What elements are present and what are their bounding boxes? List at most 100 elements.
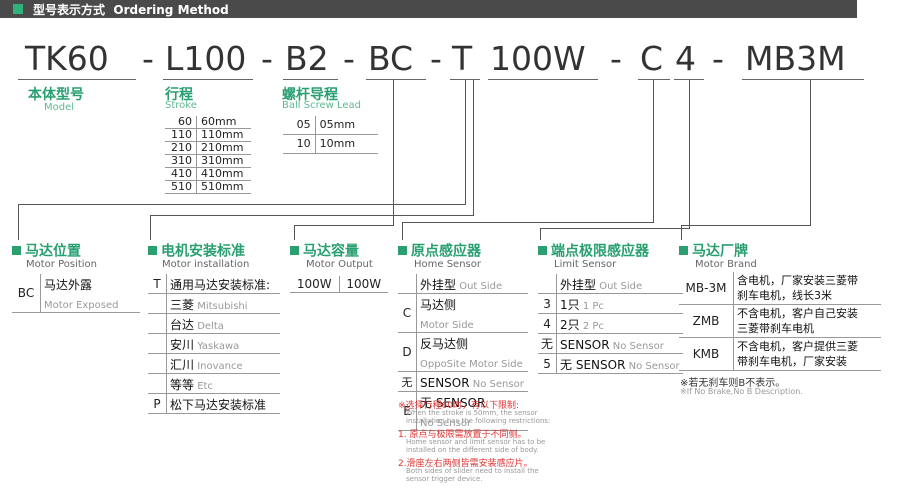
home-sensor-code: C	[398, 293, 417, 333]
limit-sensor-desc: 外挂型 Out Side	[556, 274, 683, 294]
home-sensor-note-en: installed on the different side of body.	[406, 446, 539, 454]
home-sensor-desc: 外挂型 Out Side	[416, 274, 528, 294]
home-sensor-code: 无	[398, 371, 417, 392]
brand-code: ZMB	[679, 304, 734, 338]
connector-line	[465, 80, 466, 205]
installation-label-en: Inovance	[194, 361, 243, 372]
connector-line	[681, 225, 682, 240]
installation-label-en: Delta	[194, 321, 224, 332]
section-square-icon	[148, 246, 157, 255]
underline-lead	[283, 79, 338, 80]
limit-sensor-code: 4	[538, 313, 558, 334]
brand-line: 带刹车电机，厂家安装	[737, 355, 847, 368]
connector-line	[540, 228, 541, 240]
motor-position-heading: 马达位置 Motor Position	[12, 240, 97, 270]
code-limit-sensor: 4	[675, 39, 696, 78]
home-sensor-label-en: Motor Side	[420, 320, 474, 331]
home-sensor-code: E	[398, 391, 417, 431]
stroke-value: 210mm	[196, 141, 251, 155]
installation-desc: 等等 Etc	[166, 373, 280, 394]
connector-line	[810, 80, 811, 226]
section-square-icon	[398, 246, 407, 255]
connector-line	[393, 80, 394, 226]
connector-line	[294, 225, 394, 226]
stroke-code: 110	[165, 128, 198, 142]
lead-value: 10mm	[315, 134, 378, 154]
lead-subtitle: Ball Screw Lead	[282, 100, 361, 111]
code-dash: -	[610, 39, 622, 78]
installation-label-en: Mitsubishi	[194, 301, 248, 312]
header-title: 型号表示方式 Ordering Method	[33, 3, 229, 17]
limit-sensor-row: 外挂型 Out Side	[538, 274, 683, 294]
code-model: TK60	[25, 39, 109, 78]
lead-code: 10	[283, 134, 316, 154]
section-square-icon	[12, 246, 21, 255]
stroke-subtitle: Stroke	[165, 100, 197, 111]
code-dash: -	[261, 39, 273, 78]
header-bar: 型号表示方式 Ordering Method	[0, 0, 857, 18]
underline-home-sensor	[638, 79, 670, 80]
limit-sensor-label: 1只	[560, 298, 580, 312]
brand-note: ※若无刹车则B不表示。	[680, 378, 786, 389]
limit-sensor-label: 外挂型	[560, 278, 597, 292]
limit-sensor-code: 5	[538, 353, 558, 374]
installation-label: 松下马达安装标准	[170, 398, 267, 412]
home-sensor-note-en: installation has the following restricti…	[406, 417, 551, 425]
motor-position-label-en: Motor Exposed	[44, 300, 119, 311]
home-sensor-label: 马达侧	[420, 298, 457, 312]
lead-value: 05mm	[315, 116, 378, 135]
stroke-value: 60mm	[196, 116, 251, 129]
stroke-code: 60	[165, 116, 198, 129]
brand-line: 三菱带刹车电机	[737, 322, 814, 335]
brand-line: 不含电机，客户提供三菱	[737, 340, 858, 353]
connector-line	[18, 204, 19, 240]
installation-heading: 电机安装标准 Motor installation	[148, 240, 249, 270]
output-heading: 马达容量 Motor Output	[290, 240, 373, 270]
code-dash: -	[430, 39, 442, 78]
brand-line: 含电机，厂家安装三菱带	[737, 274, 858, 287]
installation-label: 汇川	[170, 358, 195, 372]
installation-row: 台达 Delta	[148, 313, 280, 334]
section-square-icon	[290, 246, 299, 255]
home-sensor-label-en: No Sensor	[420, 418, 472, 429]
home-sensor-label: 外挂型	[420, 278, 457, 292]
code-dash: -	[712, 39, 724, 78]
connector-line	[689, 80, 690, 229]
connector-line	[294, 225, 295, 240]
connector-line	[402, 222, 403, 240]
connector-line	[150, 215, 474, 216]
installation-row: 安川 Yaskawa	[148, 333, 280, 354]
home-sensor-note-en: Home sensor and limit sensor has to be	[406, 438, 546, 446]
connector-line	[473, 80, 474, 216]
limit-sensor-label: SENSOR	[560, 338, 610, 352]
installation-desc: 松下马达安装标准	[166, 393, 280, 414]
installation-code	[148, 313, 167, 334]
code-dash: -	[142, 39, 154, 78]
stroke-title: 行程	[165, 87, 193, 103]
limit-sensor-label-en: 2 Pc	[579, 321, 604, 332]
installation-row: 三菱 Mitsubishi	[148, 293, 280, 314]
code-dash: -	[343, 39, 355, 78]
connector-line	[681, 225, 811, 226]
output-value: 100W	[339, 276, 388, 293]
installation-desc: 安川 Yaskawa	[166, 333, 280, 354]
connector-line	[653, 80, 654, 223]
code-output: 100W	[490, 39, 586, 78]
installation-code: T	[148, 274, 167, 294]
limit-sensor-label-en: No Sensor	[609, 341, 664, 352]
underline-limit-sensor	[674, 79, 704, 80]
brand-code: MB-3M	[679, 272, 734, 305]
home-sensor-code	[398, 274, 417, 294]
